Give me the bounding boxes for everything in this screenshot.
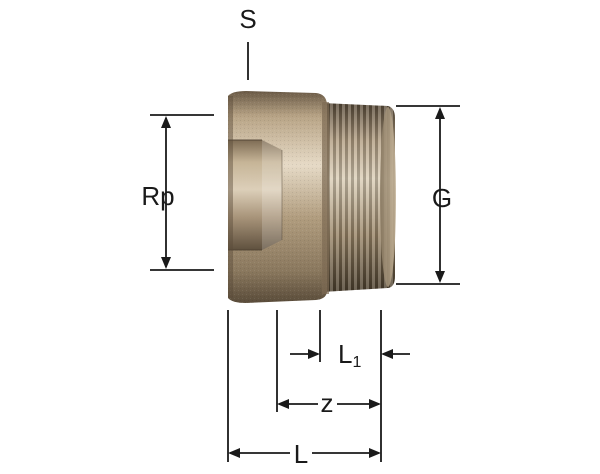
thread-end-face (380, 107, 396, 287)
label-g: G (432, 183, 452, 213)
label-l1-main: L (338, 339, 352, 369)
label-l: L (294, 439, 308, 469)
hex-facet (228, 140, 282, 250)
label-l1-subscript: 1 (352, 354, 361, 371)
label-s: S (239, 4, 256, 34)
label-z: z (321, 388, 334, 418)
fitting-body (228, 91, 396, 303)
label-rp: Rp (141, 181, 174, 211)
arrowheads (161, 107, 445, 458)
label-l1: L1 (338, 339, 361, 371)
